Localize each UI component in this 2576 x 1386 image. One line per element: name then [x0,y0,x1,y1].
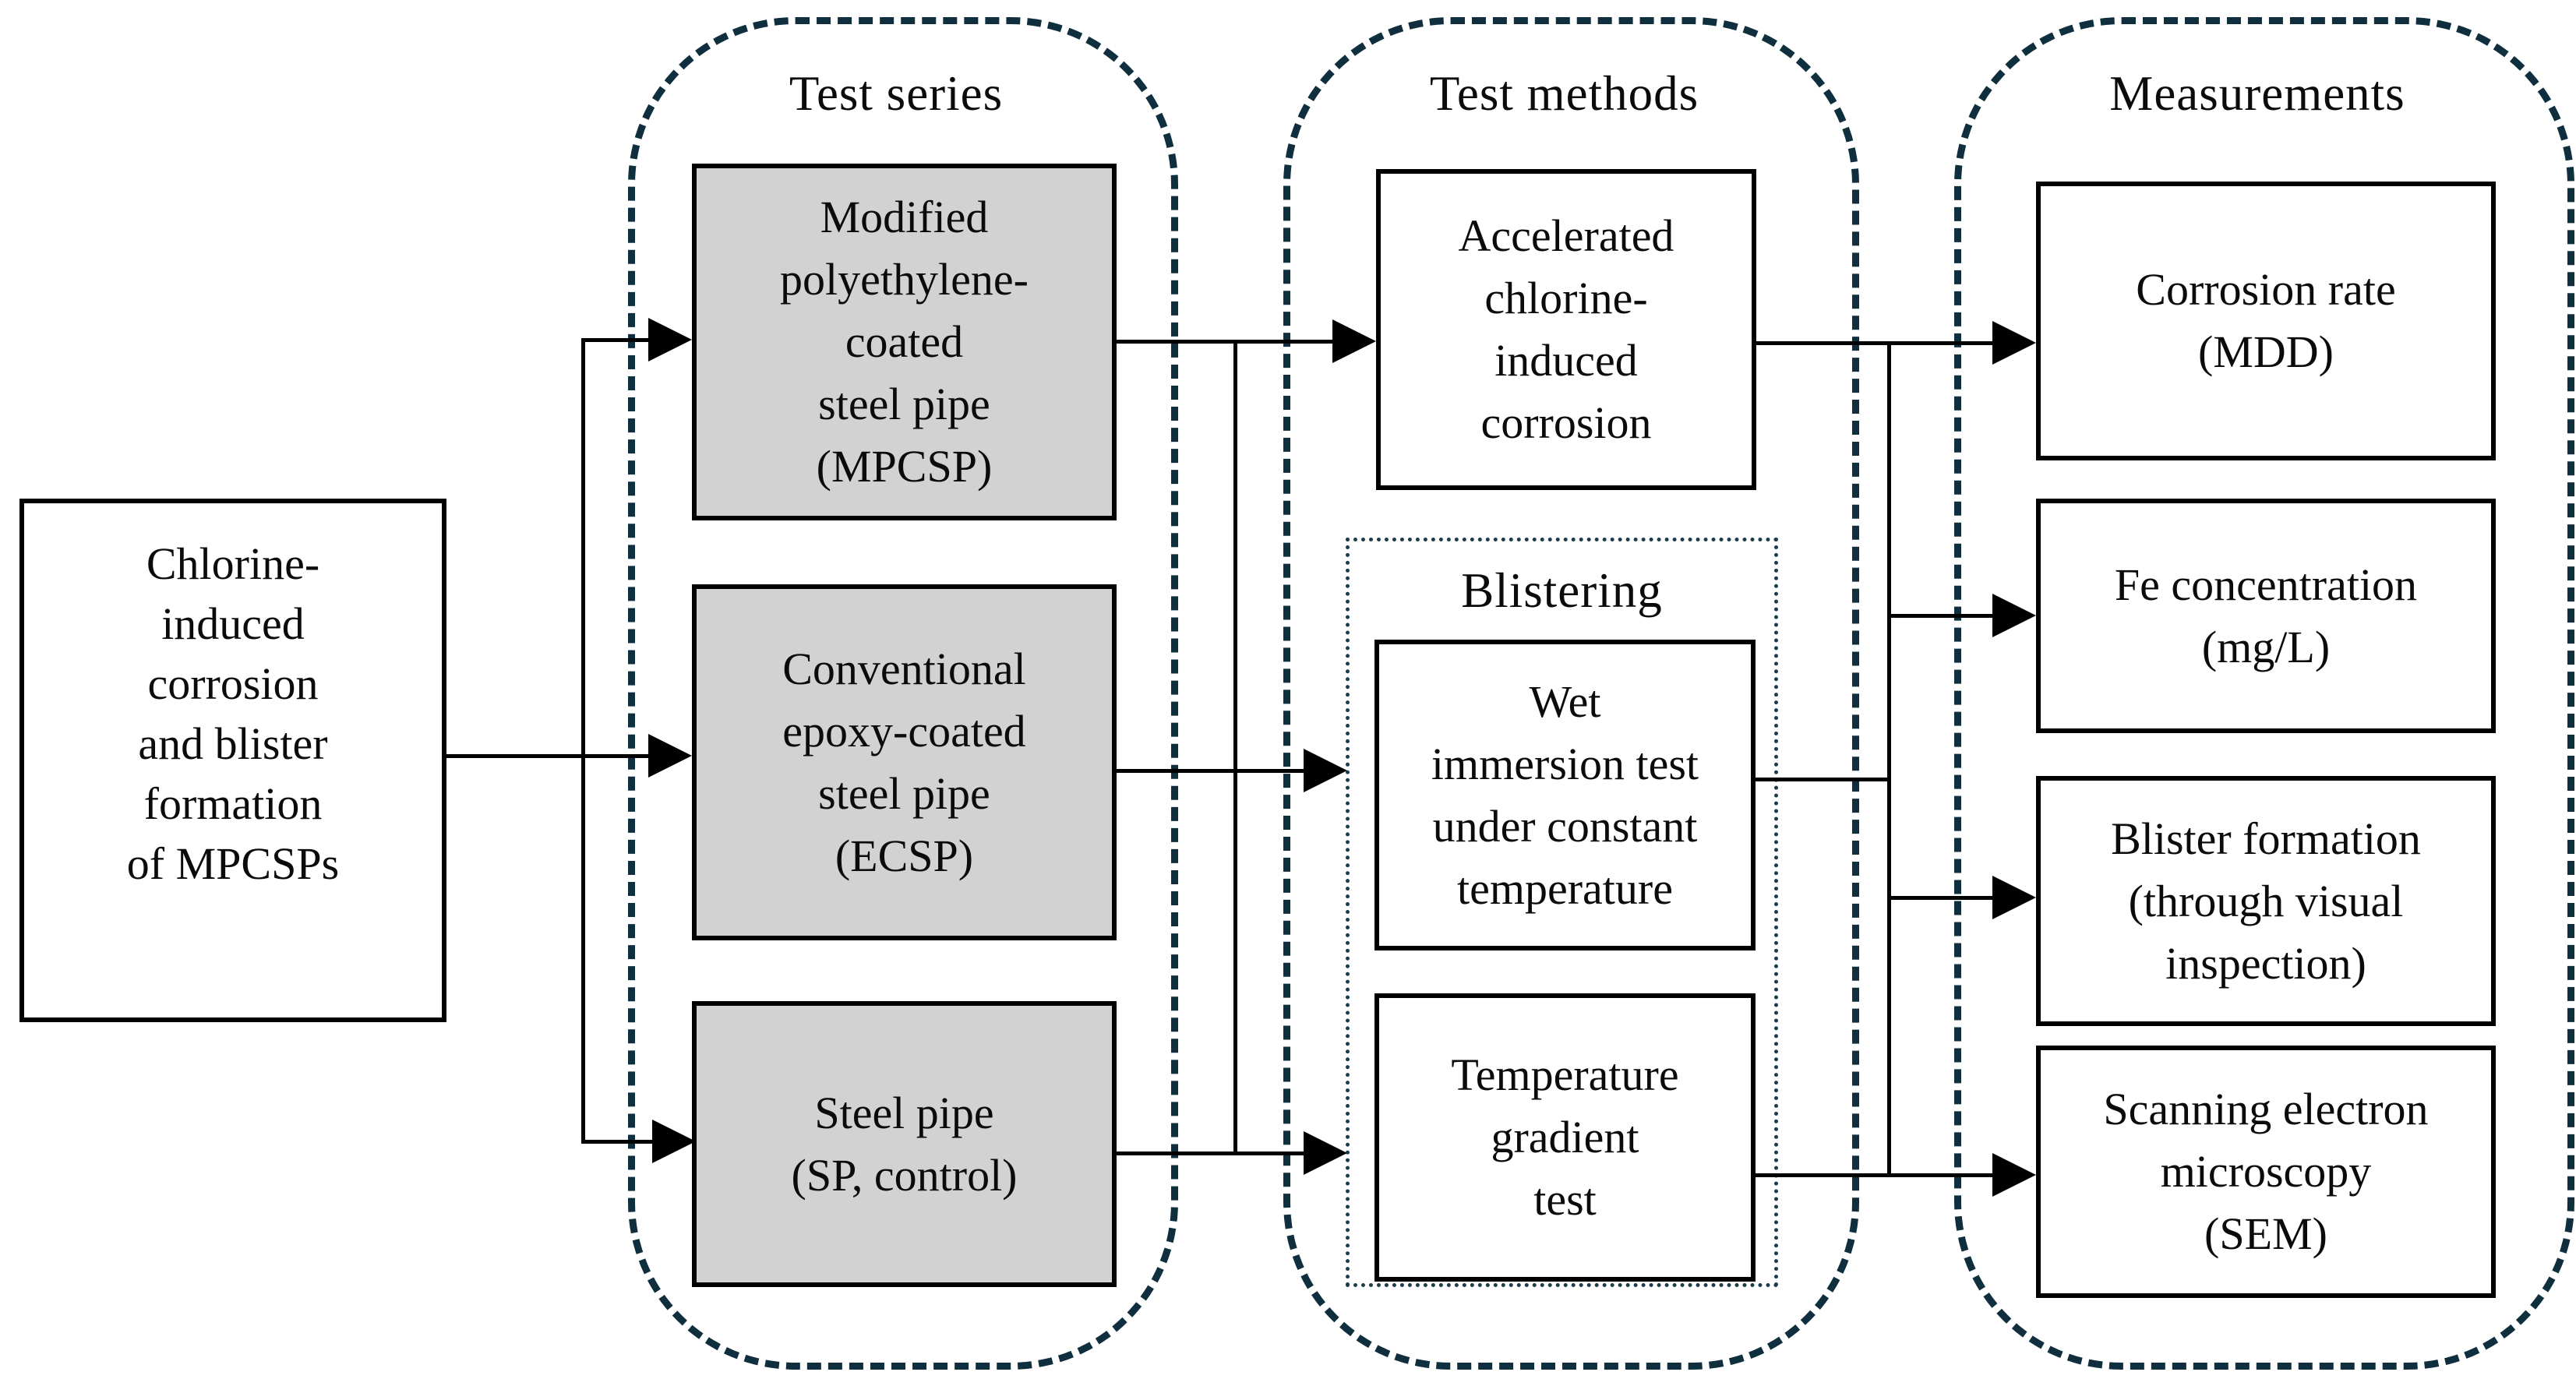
connector-series-methods-bus [1233,340,1237,1155]
connector-sp-out [1114,1151,1308,1155]
connector-branch-to-mpcsp [581,338,653,342]
connector-root-branch-bus [581,338,585,1144]
node-sp-control: Steel pipe (SP, control) [692,1001,1117,1287]
arrowhead-into-ecsp [648,734,692,778]
connector-to-fe-concentration [1887,614,1997,618]
group-title-measurements: Measurements [2109,66,2405,121]
node-temperature-gradient-test: Temperature gradient test [1374,993,1756,1282]
group-title-test-methods: Test methods [1429,66,1699,121]
arrowhead-into-blistering-lower [1304,1131,1347,1175]
arrowhead-into-sp [652,1120,696,1163]
connector-wet-immersion-out [1756,778,1891,781]
connector-root-main-line [446,754,653,758]
arrowhead-into-blistering-upper [1304,749,1347,792]
connector-branch-to-sp [581,1140,657,1144]
node-sem: Scanning electron microscopy (SEM) [2036,1046,2496,1298]
group-measurements [1954,17,2574,1370]
subgroup-blistering [1346,538,1778,1287]
node-corrosion-rate: Corrosion rate (MDD) [2036,182,2496,460]
connector-to-blister-formation [1887,896,1997,900]
node-ecsp: Conventional epoxy-coated steel pipe (EC… [692,584,1117,940]
connector-temperature-gradient-out [1756,1173,1997,1177]
node-fe-concentration: Fe concentration (mg/L) [2036,499,2496,733]
node-root-chlorine-corrosion: Chlorine- induced corrosion and blister … [19,499,446,1022]
node-accelerated-corrosion: Accelerated chlorine- induced corrosion [1376,169,1756,490]
arrowhead-into-sem [1992,1153,2036,1197]
connector-mpcsp-out [1117,340,1337,344]
connector-accelerated-out [1756,341,1997,345]
connector-methods-measurements-bus [1887,341,1891,1177]
arrowhead-into-fe-concentration [1992,594,2036,637]
node-blister-formation: Blister formation (through visual inspec… [2036,776,2496,1026]
arrowhead-into-blister-formation [1992,876,2036,919]
connector-ecsp-out [1117,769,1308,773]
group-test-series [628,17,1178,1370]
group-test-methods [1283,17,1859,1370]
subgroup-title-blistering: Blistering [1461,563,1663,618]
arrowhead-into-accelerated [1332,319,1376,363]
arrowhead-into-mpcsp [648,318,692,361]
node-mpcsp: Modified polyethylene- coated steel pipe… [692,164,1117,520]
arrowhead-into-corrosion-rate [1992,321,2036,365]
group-title-test-series: Test series [789,66,1004,121]
node-wet-immersion-test: Wet immersion test under constant temper… [1374,640,1756,950]
